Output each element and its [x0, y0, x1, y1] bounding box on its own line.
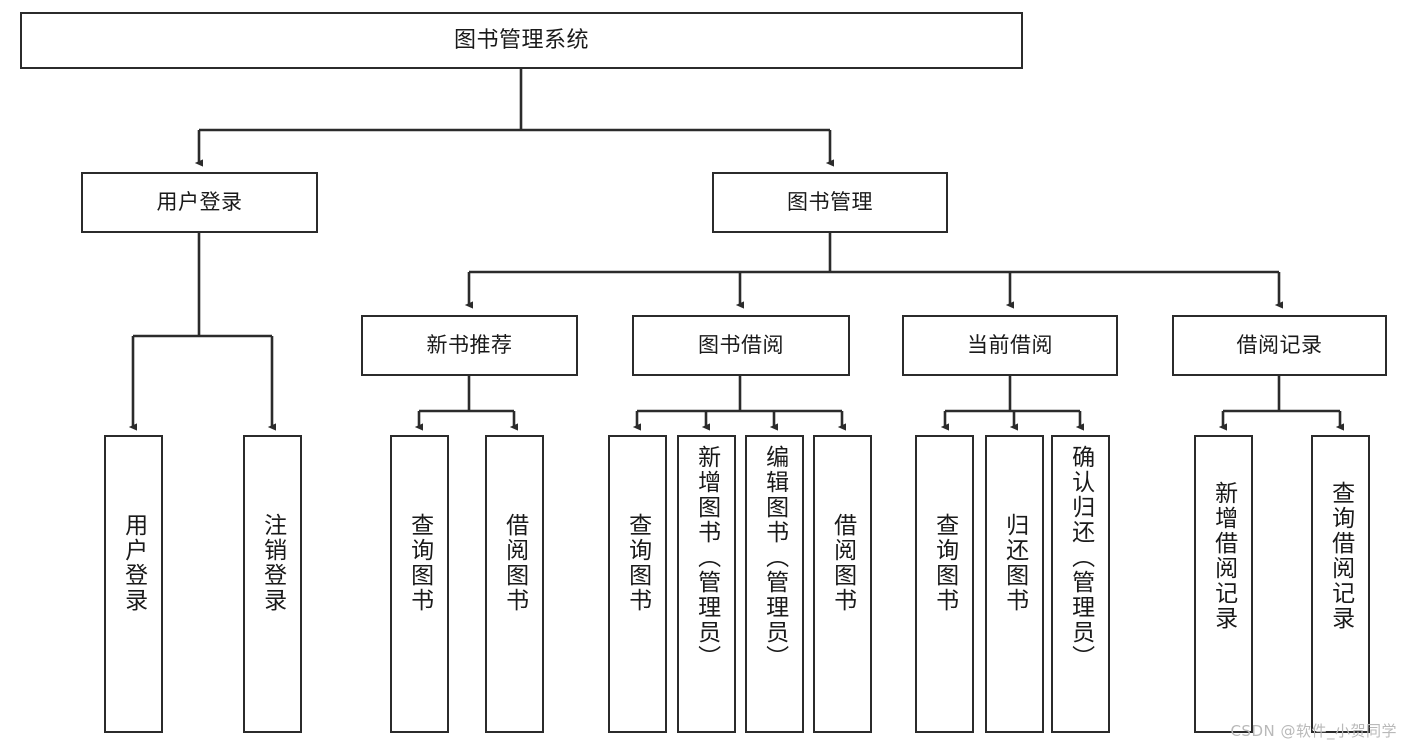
node-label: 图书管理系统 — [453, 27, 589, 53]
leaf-new-book-borrow-book[interactable]: 借阅图书 — [485, 435, 544, 733]
node-book-management[interactable]: 图书管理 — [712, 172, 948, 233]
leaf-current-borrow-confirm-return-admin[interactable]: 确认归还（管理员） — [1051, 435, 1110, 733]
leaf-user-login-login[interactable]: 用户登录 — [104, 435, 163, 733]
node-book-borrow[interactable]: 图书借阅 — [632, 315, 850, 376]
node-label: 借阅图书 — [501, 513, 528, 613]
node-label: 查询图书 — [624, 513, 651, 613]
node-label: 查询借阅记录 — [1327, 481, 1354, 631]
node-label: 归还图书 — [1001, 513, 1028, 613]
node-root-book-management-system[interactable]: 图书管理系统 — [20, 12, 1023, 69]
leaf-book-borrow-borrow-book[interactable]: 借阅图书 — [813, 435, 872, 733]
leaf-borrow-record-query-record[interactable]: 查询借阅记录 — [1311, 435, 1370, 733]
node-label: 图书借阅 — [698, 333, 784, 358]
node-label: 用户登录 — [156, 190, 243, 215]
leaf-current-borrow-query-book[interactable]: 查询图书 — [915, 435, 974, 733]
node-label: 新增图书（管理员） — [693, 445, 720, 670]
node-label: 新书推荐 — [426, 333, 513, 358]
leaf-current-borrow-return-book[interactable]: 归还图书 — [985, 435, 1044, 733]
node-label: 注销登录 — [259, 513, 286, 613]
node-label: 查询图书 — [406, 513, 433, 613]
leaf-book-borrow-edit-book-admin[interactable]: 编辑图书（管理员） — [745, 435, 804, 733]
node-label: 编辑图书（管理员） — [761, 445, 788, 670]
leaf-user-login-logout[interactable]: 注销登录 — [243, 435, 302, 733]
leaf-book-borrow-query-book[interactable]: 查询图书 — [608, 435, 667, 733]
leaf-new-book-query-book[interactable]: 查询图书 — [390, 435, 449, 733]
leaf-book-borrow-add-book-admin[interactable]: 新增图书（管理员） — [677, 435, 736, 733]
node-label: 借阅图书 — [829, 513, 856, 613]
node-label: 图书管理 — [787, 190, 873, 215]
node-borrow-record[interactable]: 借阅记录 — [1172, 315, 1387, 376]
node-user-login[interactable]: 用户登录 — [81, 172, 318, 233]
node-label: 用户登录 — [120, 513, 147, 613]
node-label: 借阅记录 — [1236, 333, 1323, 358]
node-label: 新增借阅记录 — [1210, 481, 1237, 631]
watermark: CSDN @软件_小贺同学 — [1230, 722, 1397, 740]
node-current-borrow[interactable]: 当前借阅 — [902, 315, 1118, 376]
node-new-book-recommend[interactable]: 新书推荐 — [361, 315, 578, 376]
node-label: 确认归还（管理员） — [1067, 445, 1094, 670]
node-label: 查询图书 — [931, 513, 958, 613]
leaf-borrow-record-add-record[interactable]: 新增借阅记录 — [1194, 435, 1253, 733]
node-label: 当前借阅 — [967, 333, 1053, 358]
